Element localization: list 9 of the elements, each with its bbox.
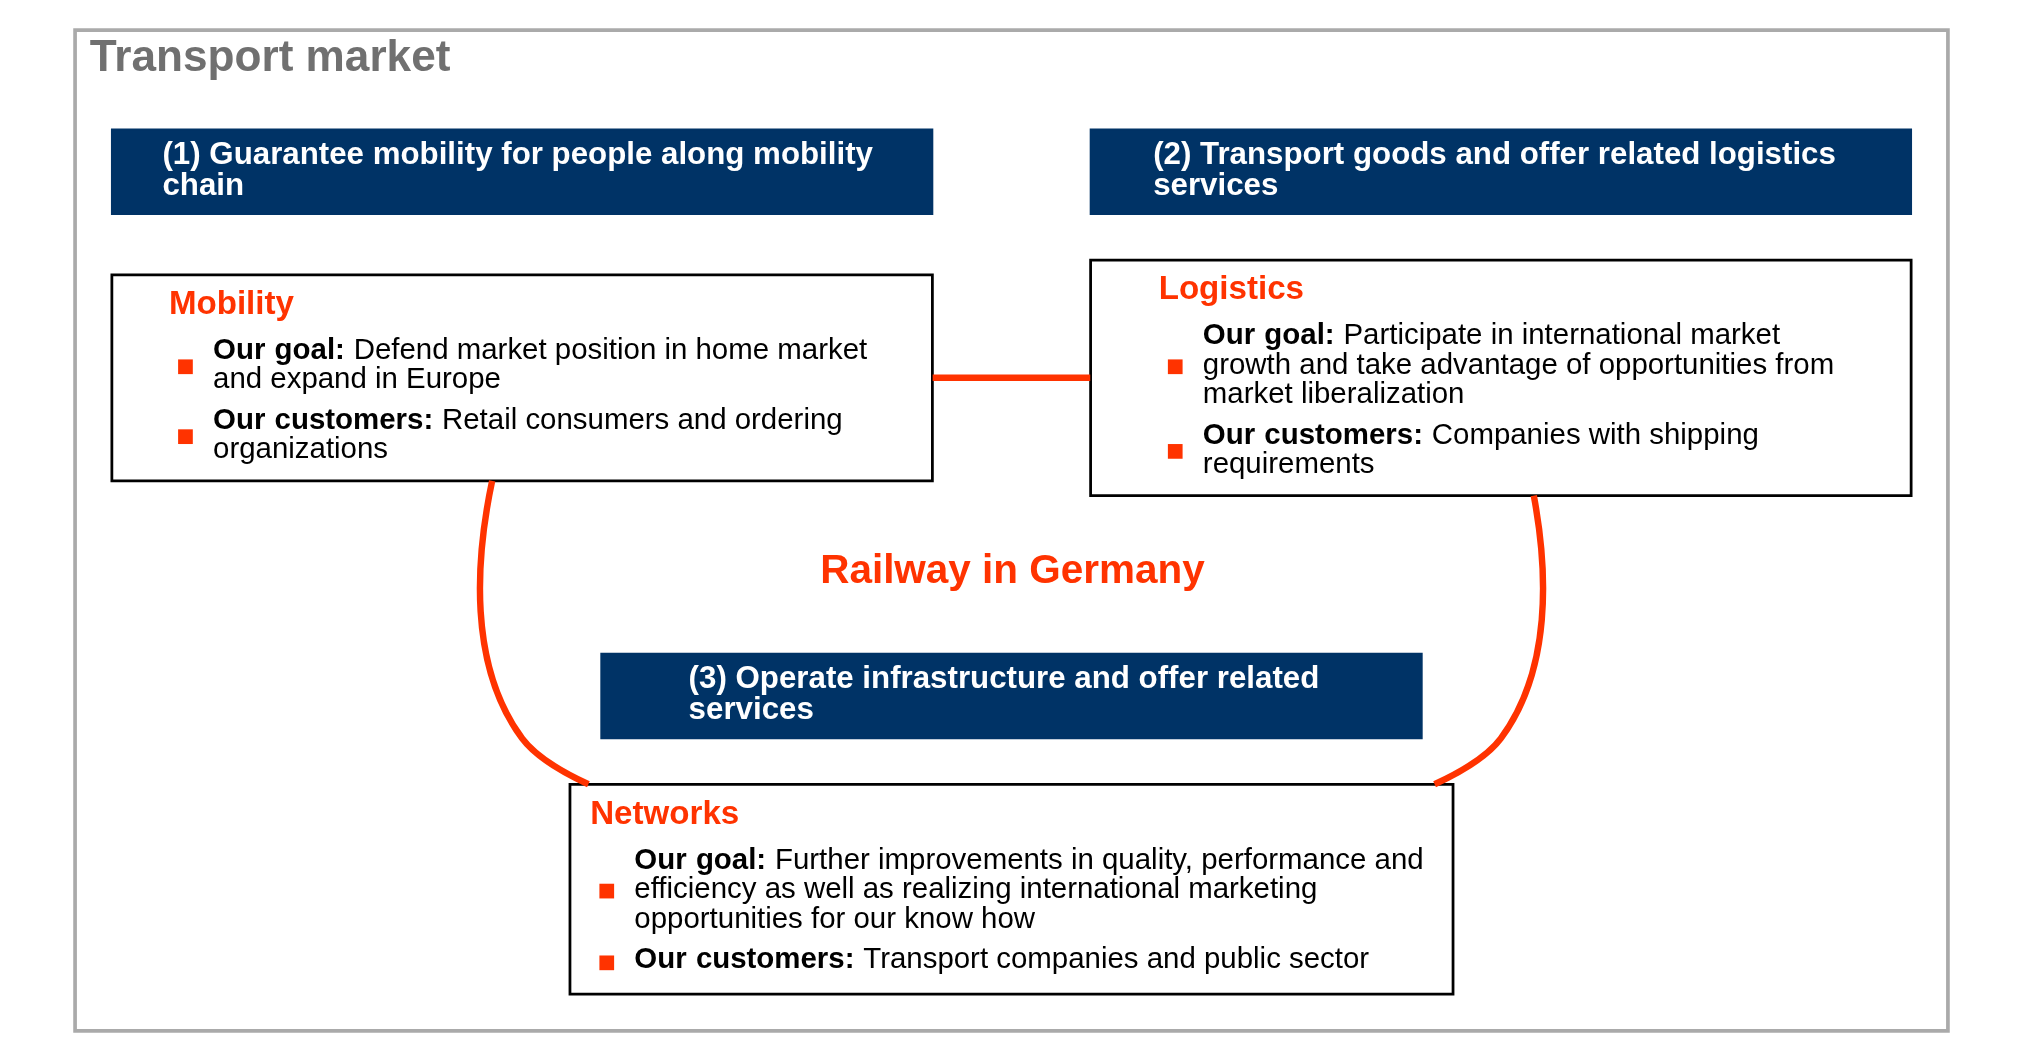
connector bbox=[476, 480, 590, 788]
node-box: (2) Transport goods and offer related logistics services bbox=[1089, 128, 1912, 215]
connector bbox=[1432, 495, 1546, 788]
label: Railway in Germany bbox=[819, 546, 1205, 593]
node-box: Logistics Our goal: Participate in international market growth and take advantage of opportunities from market liberalization Our customers: Companies with shipping requirements bbox=[1088, 258, 1912, 497]
node-box: (3) Operate infrastructure and offer related services bbox=[599, 652, 1423, 740]
node-box: (1) Guarantee mobility for people along mobility chain bbox=[110, 128, 933, 215]
node-box: Networks Our goal: Further improvements in quality, performance and efficiency as well as realizing international marketing opportunities for our know how Our customers: Transport companies and public sector bbox=[568, 783, 1454, 996]
node-box: Mobility Our goal: Defend market position in home market and expand in Europe Our customers: Retail consumers and ordering organizations bbox=[110, 273, 934, 483]
